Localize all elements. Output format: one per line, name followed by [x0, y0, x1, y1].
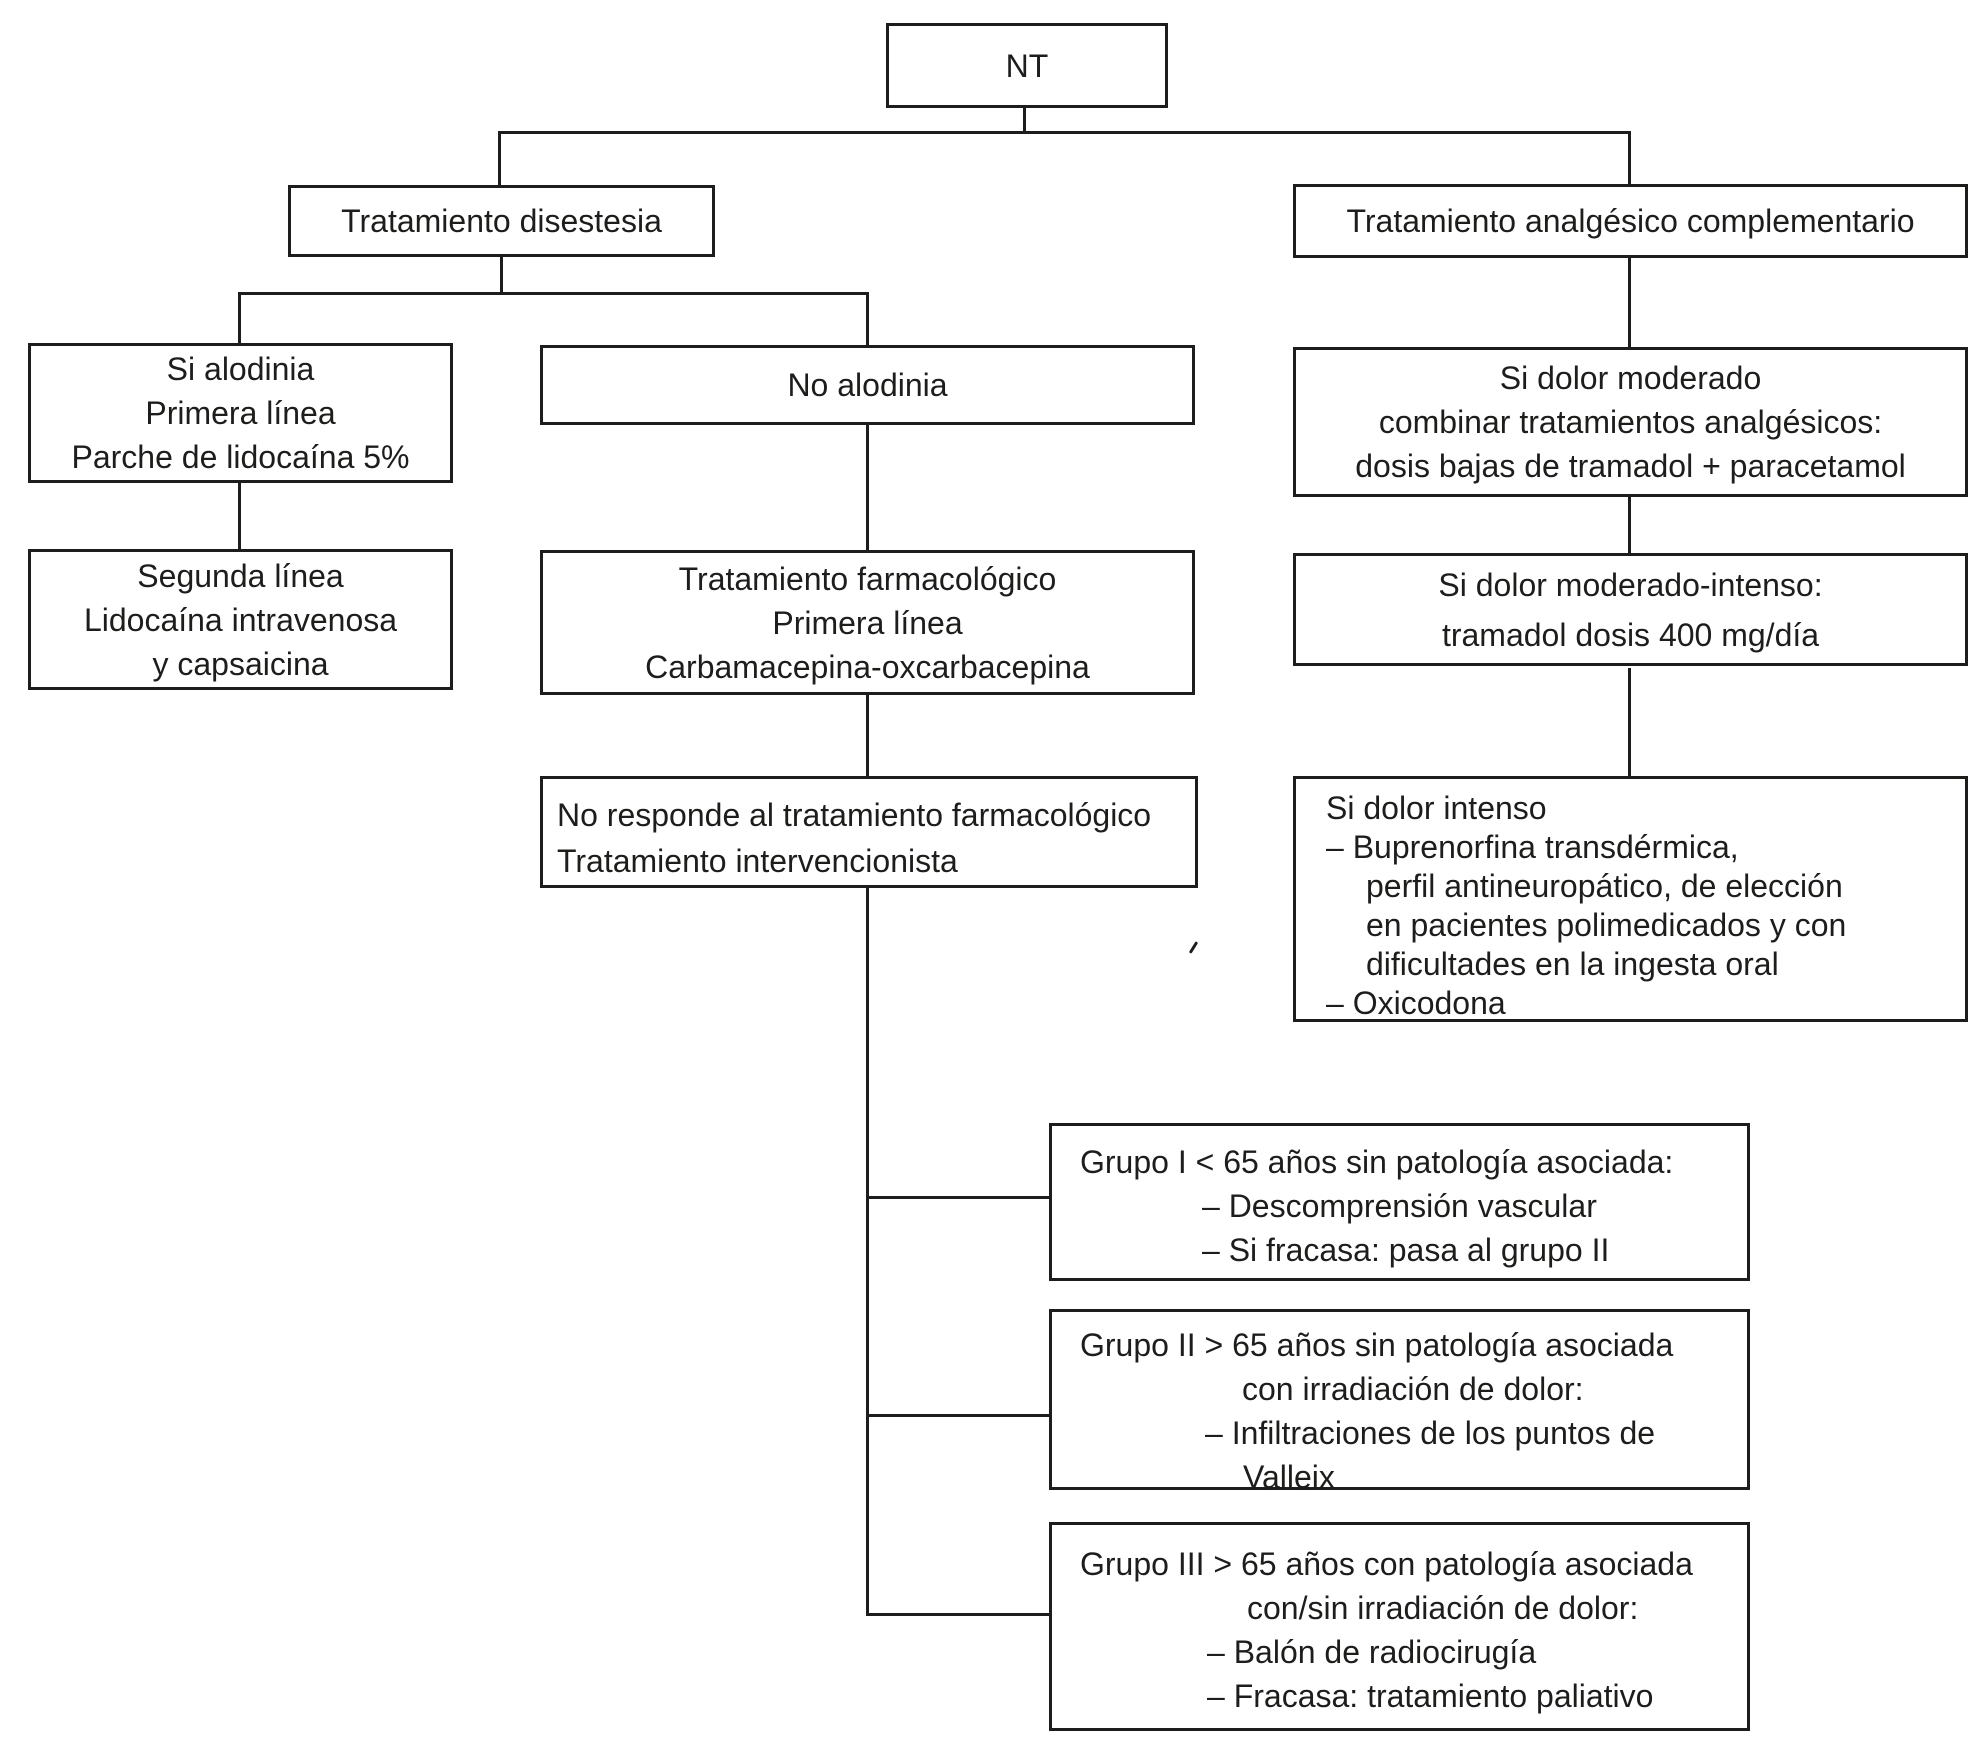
node-list-item: – Si fracasa: pasa al grupo II: [1202, 1232, 1610, 1268]
node-tratamiento-analgesico: Tratamiento analgésico complementario: [1293, 184, 1968, 258]
node-no-responde-intervencionista: No responde al tratamiento farmacológico…: [540, 776, 1198, 888]
node-si-alodinia: Si alodinia Primera línea Parche de lido…: [28, 343, 453, 483]
node-grupo-2: Grupo II > 65 años sin patología asociad…: [1049, 1309, 1750, 1495]
node-list-item: – Descomprensión vascular: [1202, 1188, 1597, 1224]
node-line: Parche de lidocaína 5%: [71, 439, 410, 475]
node-line: combinar tratamientos analgésicos:: [1378, 404, 1883, 440]
node-title: Grupo III > 65 años con patología asocia…: [1080, 1546, 1693, 1582]
node-line: Si dolor moderado: [1499, 360, 1762, 396]
node-list-item: – Balón de radiocirugía: [1207, 1634, 1537, 1670]
node-line: Lidocaína intravenosa: [83, 601, 398, 638]
node-grupo-1: Grupo I < 65 años sin patología asociada…: [1049, 1123, 1750, 1281]
node-nt-label: NT: [1005, 47, 1049, 84]
node-line: Tratamiento intervencionista: [557, 843, 958, 879]
node-list-item: – Fracasa: tratamiento paliativo: [1207, 1678, 1654, 1714]
node-tratamiento-disestesia: Tratamiento disestesia: [288, 185, 715, 257]
node-list-item-cont: dificultades en la ingesta oral: [1366, 946, 1779, 982]
node-si-dolor-moderado-intenso: Si dolor moderado-intenso: tramadol dosi…: [1293, 553, 1968, 666]
node-line: Si alodinia: [166, 351, 315, 387]
node-no-alodinia: No alodinia: [540, 345, 1195, 425]
node-line: Primera línea: [145, 395, 336, 431]
node-list-item-cont: perfil antineuropático, de elección: [1366, 868, 1843, 904]
connector-rail-to-disestesia: [498, 131, 501, 185]
node-line: tramadol dosis 400 mg/día: [1441, 616, 1820, 653]
connector-to-si-alodinia: [238, 292, 241, 343]
node-line: Si dolor moderado-intenso:: [1438, 566, 1823, 603]
stray-mark-artifact: [1188, 941, 1199, 954]
node-line: Segunda línea: [137, 557, 344, 594]
connector-moderado-to-moderado-intenso: [1628, 497, 1631, 553]
node-list-item-cont: en pacientes polimedicados y con: [1366, 907, 1847, 943]
connector-to-grupo2: [866, 1414, 1049, 1417]
node-line: dosis bajas de tramadol + paracetamol: [1355, 448, 1906, 484]
node-nt: NT: [886, 23, 1168, 108]
node-title-cont: con irradiación de dolor:: [1242, 1371, 1584, 1407]
node-title-cont: con/sin irradiación de dolor:: [1247, 1590, 1639, 1626]
connector-si-alodinia-to-segunda: [238, 483, 241, 549]
node-grupo-3: Grupo III > 65 años con patología asocia…: [1049, 1522, 1750, 1731]
connector-trunk-grupos: [866, 888, 869, 1616]
connector-to-no-alodinia: [866, 292, 869, 345]
connector-nt-down: [1023, 108, 1026, 134]
connector-farmacologico-to-no-responde: [866, 695, 869, 776]
connector-to-grupo1: [866, 1196, 1049, 1199]
node-line: y capsaicina: [152, 645, 329, 682]
node-si-dolor-moderado: Si dolor moderado combinar tratamientos …: [1293, 347, 1968, 497]
node-label: Tratamiento disestesia: [341, 203, 662, 239]
node-title: Grupo II > 65 años sin patología asociad…: [1080, 1327, 1674, 1363]
node-list-item: – Oxicodona: [1326, 985, 1506, 1021]
node-list-item: – Infiltraciones de los puntos de: [1205, 1415, 1656, 1451]
node-line: Primera línea: [772, 604, 963, 641]
node-title: Grupo I < 65 años sin patología asociada…: [1080, 1144, 1674, 1180]
node-list-item: – Buprenorfina transdérmica,: [1326, 829, 1739, 865]
connector-rail-to-analgesico: [1628, 131, 1631, 184]
node-line: Si dolor intenso: [1326, 790, 1547, 826]
connector-disestesia-down: [500, 257, 503, 295]
connector-to-grupo3: [866, 1613, 1049, 1616]
node-tratamiento-farmacologico: Tratamiento farmacológico Primera línea …: [540, 550, 1195, 695]
connector-disestesia-rail: [238, 292, 869, 295]
connector-top-rail: [498, 131, 1631, 134]
node-line: Carbamacepina-oxcarbacepina: [645, 648, 1090, 685]
node-line: No responde al tratamiento farmacológico: [557, 797, 1152, 833]
connector-analgesico-to-moderado: [1628, 258, 1631, 347]
node-si-dolor-intenso: Si dolor intenso – Buprenorfina transdér…: [1293, 776, 1968, 1022]
node-segunda-linea: Segunda línea Lidocaína intravenosa y ca…: [28, 549, 453, 690]
connector-moderado-intenso-to-intenso: [1628, 668, 1631, 776]
node-label: No alodinia: [787, 367, 948, 403]
connector-no-alodinia-to-farmacologico: [866, 425, 869, 550]
node-list-item-cont: Valleix: [1243, 1459, 1335, 1495]
node-label: Tratamiento analgésico complementario: [1346, 203, 1915, 239]
node-line: Tratamiento farmacológico: [678, 560, 1057, 597]
